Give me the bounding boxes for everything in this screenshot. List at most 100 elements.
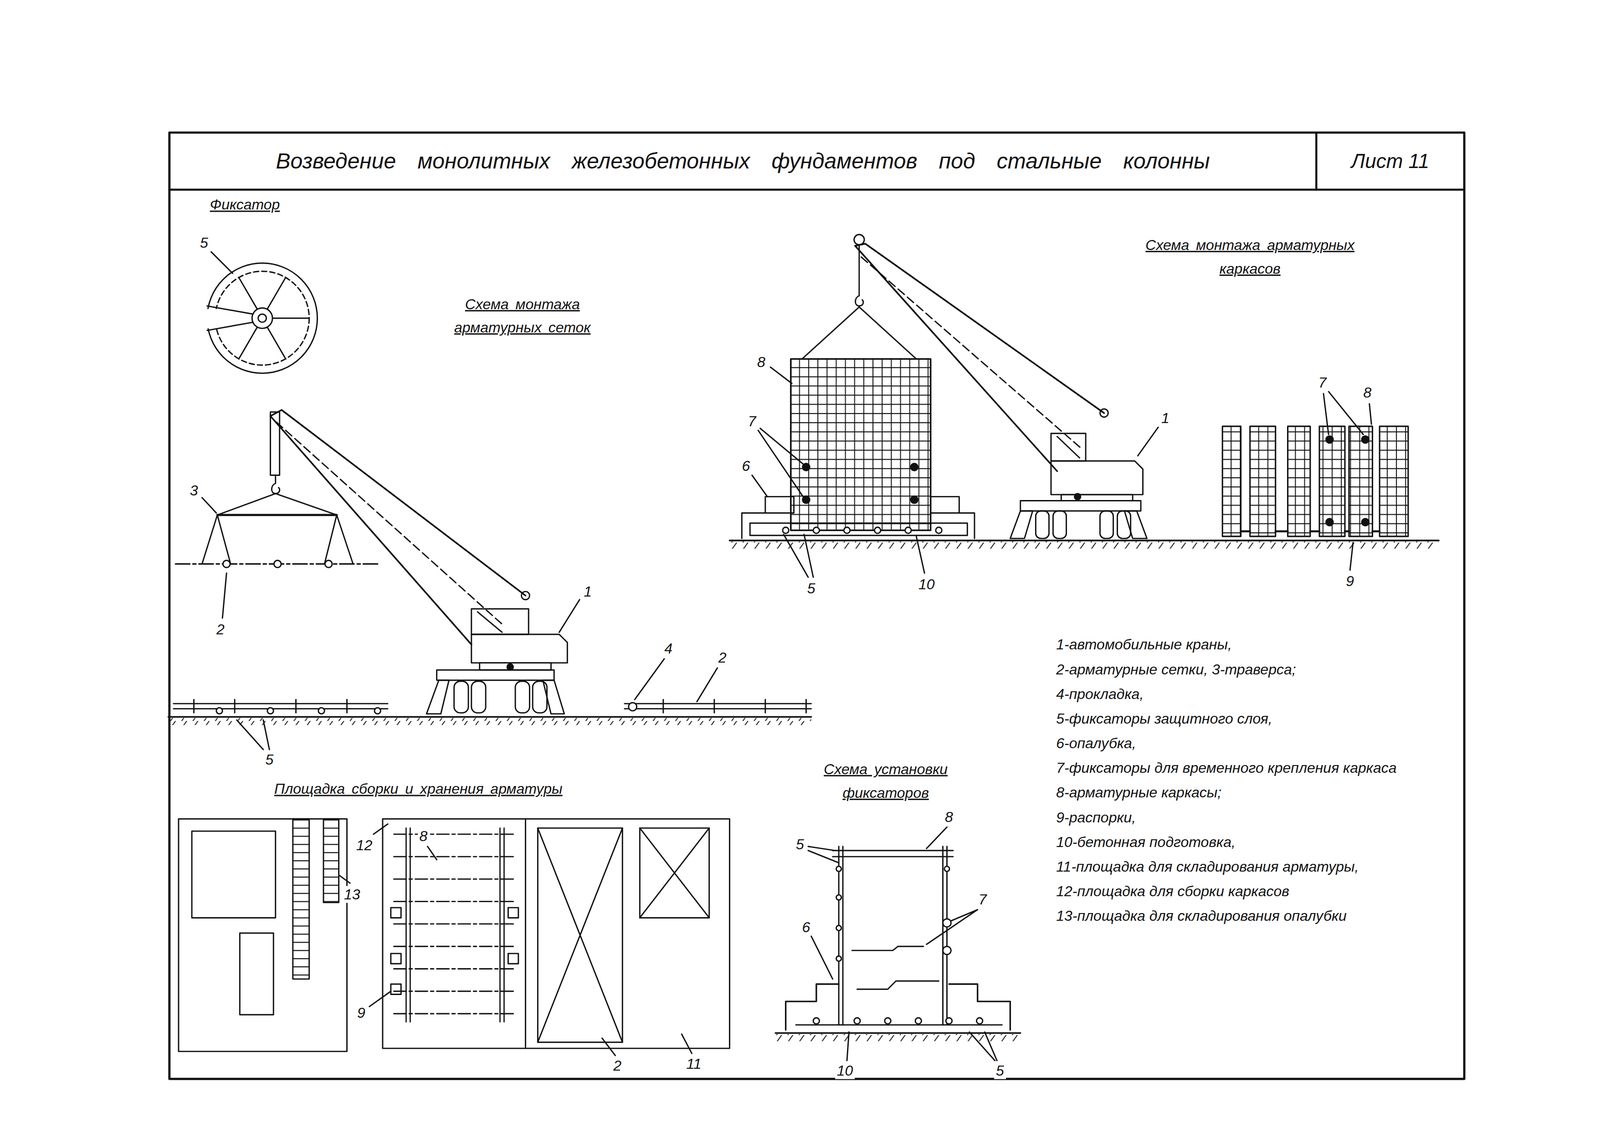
callout-number: 8 (755, 353, 768, 371)
fixator-symbol (258, 314, 267, 323)
legend-line: 11-площадка для складирования арматуры, (1056, 858, 1359, 876)
formwork-with-cage (874, 527, 881, 534)
fixator-symbol (215, 271, 310, 366)
stored-cages (1241, 530, 1380, 533)
legend-line: 1-автомобильные краны, (1056, 636, 1232, 654)
callout-number: 7 (976, 891, 989, 909)
fixator-installation (836, 895, 842, 901)
rebar-mesh (173, 703, 388, 709)
legend-line: 6-опалубка, (1056, 735, 1136, 753)
storage-area-plan (507, 953, 518, 965)
legend-line: 7-фиксаторы для временного крепления кар… (1056, 759, 1397, 777)
storage-area-plan (239, 933, 274, 1016)
storage-area-plan (338, 824, 693, 1056)
ground-line (168, 716, 812, 719)
storage-area-plan (382, 819, 730, 1049)
ground-line (729, 541, 1439, 549)
mobile-crane (1100, 409, 1109, 418)
mobile-crane (1137, 427, 1159, 457)
callout-number: 4 (662, 640, 675, 658)
formwork-with-cage (905, 527, 912, 534)
fixator-installation (854, 1018, 861, 1025)
fixator-installation (808, 827, 997, 1062)
mobile-crane (201, 515, 353, 565)
storage-area-plan (178, 819, 348, 1052)
storage-area-plan (390, 953, 401, 965)
callout-number: 1 (581, 583, 594, 600)
legend-line: 8-арматурные каркасы; (1056, 784, 1222, 802)
drawing-title: Возведение монолитных железобетонных фун… (275, 148, 1210, 174)
stored-cages (1361, 518, 1370, 527)
rebar-mesh (318, 707, 325, 714)
storage-area-plan (191, 831, 276, 918)
stored-cages (1250, 426, 1276, 537)
callout-number: 13 (342, 886, 363, 904)
fixator-symbol (207, 263, 318, 374)
storage-area-plan (639, 828, 709, 918)
fixator-installation (945, 1018, 952, 1025)
formwork-with-cage (910, 463, 918, 472)
title-cell: Возведение монолитных железобетонных фун… (169, 132, 1317, 190)
callout-number: 9 (1343, 573, 1356, 590)
legend-line: 13-площадка для складирования опалубки (1056, 907, 1347, 925)
fixator-symbol (238, 277, 310, 359)
sheet-frame (1315, 132, 1318, 190)
section-heading: Площадка сборки и хранения арматуры (274, 778, 563, 802)
storage-area-plan (292, 819, 310, 980)
legend-line: 12-площадка для сборки каркасов (1056, 883, 1290, 901)
storage-area-plan (178, 819, 730, 1057)
stored-cages (1222, 426, 1241, 537)
mobile-crane (1010, 511, 1033, 539)
legend-line: 2-арматурные сетки, 3-траверса; (1056, 661, 1296, 678)
ground-line (168, 718, 812, 726)
fixator-installation (884, 1018, 891, 1025)
formwork-with-cage (843, 527, 850, 534)
stored-cages (1319, 426, 1345, 537)
mobile-crane (471, 681, 486, 713)
mobile-crane (1074, 493, 1081, 500)
callout-number: 6 (739, 457, 752, 475)
fixator-installation (795, 1024, 1002, 1026)
formwork-with-cage (930, 497, 960, 514)
sheet-frame (169, 188, 1465, 191)
mobile-crane (801, 307, 917, 359)
storage-area-plan (524, 819, 527, 1049)
callout-number: 2 (214, 620, 227, 638)
mobile-crane (454, 681, 469, 713)
callout-number: 12 (354, 837, 375, 855)
callout-number: 1 (1159, 410, 1172, 427)
mobile-crane (201, 497, 580, 633)
mobile-crane (1124, 511, 1147, 539)
rebar-mesh (634, 659, 718, 703)
fixator-symbol (200, 309, 222, 329)
rebar-mesh (173, 560, 812, 750)
storage-area-plan (537, 828, 623, 1043)
formwork-with-cage (813, 527, 820, 534)
formwork-with-cage (765, 497, 795, 514)
fixator-symbol (251, 307, 273, 329)
mobile-crane (532, 681, 547, 713)
callout-number: 10 (916, 576, 937, 594)
fixator-installation (838, 846, 947, 1026)
mobile-crane (515, 681, 530, 713)
mobile-crane (471, 634, 568, 664)
rebar-mesh (216, 707, 223, 714)
callout-number: 9 (355, 1004, 368, 1022)
rebar-mesh (663, 699, 807, 713)
mobile-crane (1051, 433, 1086, 462)
callout-number: 11 (684, 1055, 703, 1073)
formwork-with-cage (790, 358, 931, 531)
mobile-crane (201, 410, 580, 714)
legend-line: 4-прокладка, (1056, 685, 1144, 703)
mobile-crane (1052, 511, 1067, 539)
storage-area-plan (639, 828, 709, 918)
mobile-crane (1020, 501, 1141, 512)
formwork-with-cage (802, 463, 811, 472)
fixator-symbol (207, 306, 254, 331)
callout-number: 6 (800, 918, 813, 936)
rebar-mesh (236, 720, 270, 750)
legend-line: 5-фиксаторы защитного слоя, (1056, 710, 1273, 728)
rebar-mesh (374, 707, 381, 714)
mobile-crane (1100, 511, 1114, 539)
